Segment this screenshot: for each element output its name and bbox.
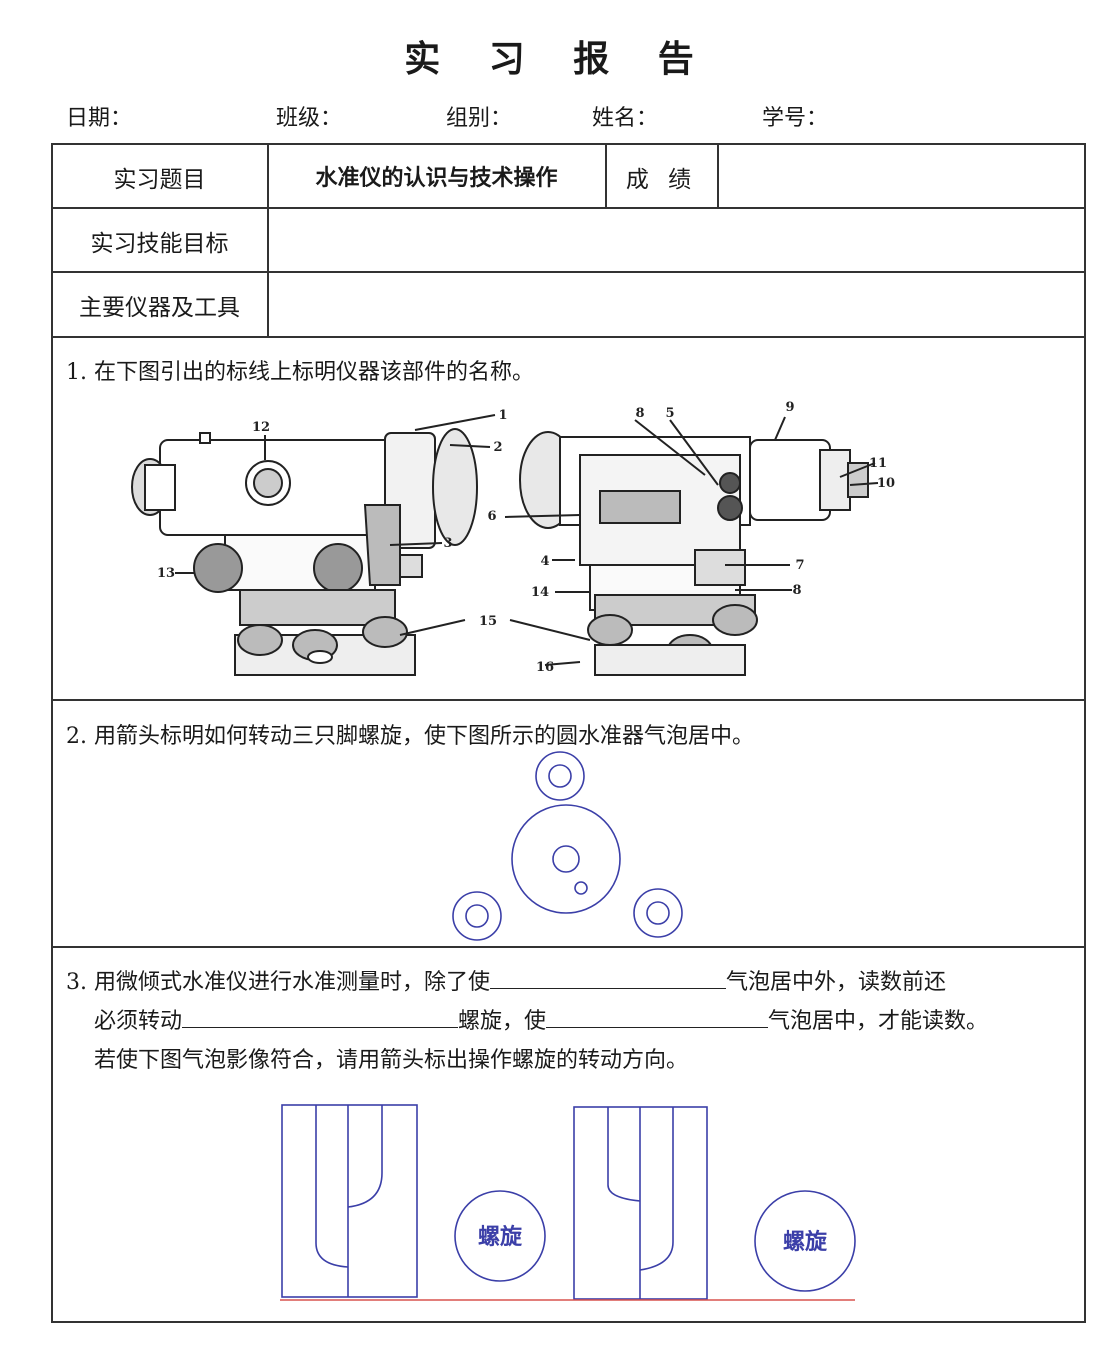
part-label-9: 9 bbox=[785, 400, 794, 415]
part-label-11: 11 bbox=[869, 456, 887, 471]
q3-text-a: 3. 用微倾式水准仪进行水准测量时，除了使 bbox=[66, 970, 490, 995]
bubble-image-left bbox=[281, 1104, 418, 1298]
q3-text-c: 必须转动 bbox=[94, 1009, 183, 1034]
topic-label: 实习题目 bbox=[113, 167, 206, 193]
tilting-screw-right bbox=[754, 1190, 856, 1292]
level-instrument-diagram: 1 2 3 4 5 6 7 8 9 10 11 12 13 14 15 16 8 bbox=[131, 400, 895, 676]
group-label: 组别： bbox=[446, 106, 513, 131]
part-label-6: 6 bbox=[487, 509, 496, 524]
part-label-5: 5 bbox=[665, 406, 674, 421]
knob-label-left: 螺旋 bbox=[478, 1224, 523, 1250]
level-center-ring bbox=[552, 845, 580, 873]
blank-2[interactable] bbox=[182, 1005, 459, 1028]
score-field[interactable] bbox=[719, 145, 1083, 206]
score-label: 成 绩 bbox=[625, 167, 698, 193]
part-label-10: 10 bbox=[877, 476, 895, 491]
q3-text-e: 气泡居中，才能读数。 bbox=[768, 1009, 989, 1034]
bubble-coincidence-diagram: 螺旋 螺旋 bbox=[280, 1104, 856, 1301]
question-3-line-1: 3. 用微倾式水准仪进行水准测量时，除了使 气泡居中外，读数前还 bbox=[66, 964, 946, 996]
foot-screw-left bbox=[452, 891, 502, 941]
part-label-15: 15 bbox=[479, 614, 497, 629]
tools-label: 主要仪器及工具 bbox=[79, 295, 240, 321]
part-label-4: 4 bbox=[540, 554, 549, 569]
knob-label-right: 螺旋 bbox=[783, 1229, 828, 1255]
foot-screw-right bbox=[633, 888, 683, 938]
part-label-8-top: 8 bbox=[635, 406, 644, 421]
skill-goal-label: 实习技能目标 bbox=[90, 231, 229, 257]
part-label-1: 1 bbox=[498, 408, 507, 423]
part-label-8: 8 bbox=[792, 583, 801, 598]
foot-screw-top bbox=[535, 751, 585, 801]
tilting-screw-left bbox=[454, 1190, 546, 1282]
part-label-12: 12 bbox=[252, 420, 270, 435]
part-label-2: 2 bbox=[493, 440, 502, 455]
blank-3[interactable] bbox=[546, 1005, 769, 1028]
topic-value: 水准仪的认识与技术操作 bbox=[315, 166, 558, 191]
question-3-line-2: 必须转动 螺旋，使 气泡居中，才能读数。 bbox=[94, 1003, 988, 1035]
part-label-3: 3 bbox=[443, 536, 452, 551]
part-label-14: 14 bbox=[531, 585, 549, 600]
page-title: 实 习 报 告 bbox=[404, 39, 712, 80]
student-id-label: 学号： bbox=[762, 106, 829, 131]
part-label-13: 13 bbox=[157, 566, 175, 581]
tools-field[interactable] bbox=[269, 273, 1083, 335]
circular-level bbox=[511, 804, 621, 914]
part-label-7: 7 bbox=[795, 558, 804, 573]
name-label: 姓名： bbox=[592, 106, 659, 131]
part-label-16: 16 bbox=[536, 660, 554, 675]
date-label: 日期： bbox=[66, 106, 133, 131]
skill-goal-field[interactable] bbox=[269, 209, 1083, 270]
question-1: 1. 在下图引出的标线上标明仪器该部件的名称。 bbox=[66, 360, 534, 385]
bubble bbox=[574, 881, 588, 895]
question-2: 2. 用箭头标明如何转动三只脚螺旋，使下图所示的圆水准器气泡居中。 bbox=[66, 724, 754, 749]
q3-text-d: 螺旋，使 bbox=[458, 1009, 547, 1034]
blank-1[interactable] bbox=[490, 966, 726, 989]
circular-bubble-diagram bbox=[452, 751, 683, 941]
question-3-line-3: 若使下图气泡影像符合，请用箭头标出操作螺旋的转动方向。 bbox=[94, 1048, 689, 1073]
q3-text-b: 气泡居中外，读数前还 bbox=[726, 970, 947, 995]
class-label: 班级： bbox=[276, 106, 343, 131]
